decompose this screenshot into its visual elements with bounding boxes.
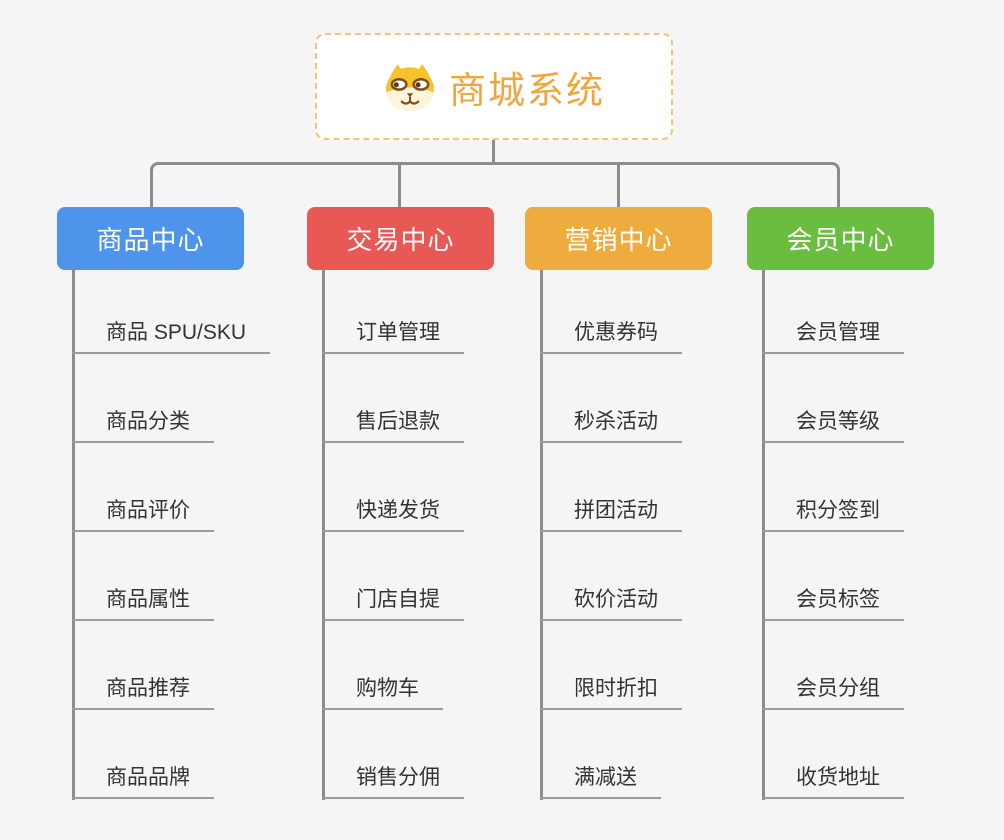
child-topic-aftersale-refund[interactable]: 售后退款 — [322, 407, 464, 443]
connector-elbow-right — [493, 162, 840, 208]
connector-elbow-left — [150, 162, 493, 208]
child-topic-member-management[interactable]: 会员管理 — [762, 318, 904, 354]
child-topic-shipping-address[interactable]: 收货地址 — [762, 763, 904, 799]
branch-title: 交易中心 — [346, 225, 455, 255]
child-topic-points-checkin[interactable]: 积分签到 — [762, 496, 904, 532]
child-topic-limited-time-discount[interactable]: 限时折扣 — [540, 674, 682, 710]
child-topic-full-reduction[interactable]: 满减送 — [540, 763, 661, 799]
child-topic-product-spu-sku[interactable]: 商品 SPU/SKU — [72, 318, 271, 354]
child-topic-product-recommend[interactable]: 商品推荐 — [72, 674, 214, 710]
branch-node-product-center[interactable]: 商品中心 — [57, 207, 244, 270]
child-topic-sales-commission[interactable]: 销售分佣 — [322, 763, 464, 799]
connector-drop-branch-3 — [617, 165, 620, 208]
child-topic-store-pickup[interactable]: 门店自提 — [322, 585, 464, 621]
child-topic-express-shipping[interactable]: 快递发货 — [322, 496, 464, 532]
child-topic-order-management[interactable]: 订单管理 — [322, 318, 464, 354]
connector-trunk-marketing — [540, 270, 543, 800]
dog-face-icon — [386, 63, 434, 111]
child-topic-bargain-activity[interactable]: 砍价活动 — [540, 585, 682, 621]
branch-title: 会员中心 — [786, 225, 895, 255]
child-topic-product-brand[interactable]: 商品品牌 — [72, 763, 214, 799]
child-topic-product-review[interactable]: 商品评价 — [72, 496, 214, 532]
child-topic-product-category[interactable]: 商品分类 — [72, 407, 214, 443]
branch-title: 营销中心 — [564, 225, 673, 255]
branch-title: 商品中心 — [96, 225, 205, 255]
child-topic-product-attribute[interactable]: 商品属性 — [72, 585, 214, 621]
branch-node-member-center[interactable]: 会员中心 — [747, 207, 934, 270]
connector-trunk-member — [762, 270, 765, 800]
root-node-title: 商城系统 — [449, 69, 605, 111]
root-node[interactable]: 商城系统 — [315, 33, 673, 140]
connector-root-stem — [492, 140, 495, 164]
child-topic-group-buy[interactable]: 拼团活动 — [540, 496, 682, 532]
child-topic-member-group[interactable]: 会员分组 — [762, 674, 904, 710]
child-topic-member-level[interactable]: 会员等级 — [762, 407, 904, 443]
connector-drop-branch-2 — [398, 165, 401, 208]
branch-node-trade-center[interactable]: 交易中心 — [307, 207, 494, 270]
child-topic-member-tag[interactable]: 会员标签 — [762, 585, 904, 621]
connector-trunk-product — [72, 270, 75, 800]
branch-node-marketing-center[interactable]: 营销中心 — [525, 207, 712, 270]
child-topic-flash-sale[interactable]: 秒杀活动 — [540, 407, 682, 443]
child-topic-shopping-cart[interactable]: 购物车 — [322, 674, 443, 710]
child-topic-coupon-code[interactable]: 优惠券码 — [540, 318, 682, 354]
connector-trunk-trade — [322, 270, 325, 800]
